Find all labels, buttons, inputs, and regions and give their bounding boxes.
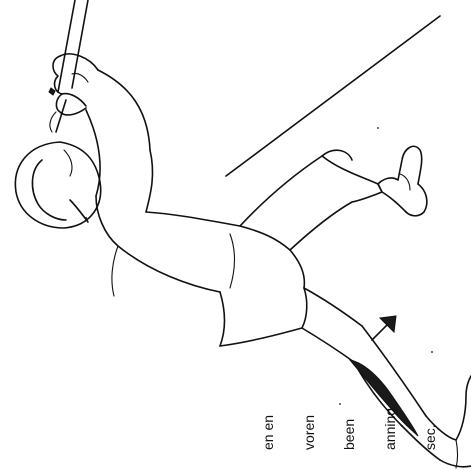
caption-line-5: sec. [424,408,438,450]
diagonal-line [226,16,440,176]
caption-text: en en voren been anning sec. [235,408,465,450]
torso [96,196,290,296]
caption-line-3: been [343,408,357,450]
arrow-up-right-icon [372,316,396,340]
shorts [220,250,307,346]
speck-marks [85,127,433,405]
bent-leg [240,150,382,250]
caption-line-2: voren [303,408,317,450]
head [15,142,100,228]
arms [86,70,153,212]
stretched-leg [302,288,426,426]
upper-foot [378,146,427,215]
caption-line-4: anning [384,408,398,450]
caption-line-1: en en [262,408,276,450]
